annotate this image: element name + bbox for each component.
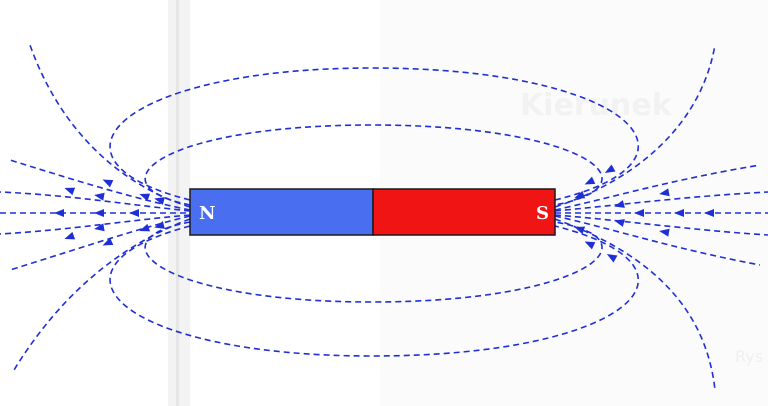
field-arrow-head — [614, 219, 625, 227]
field-arrow-head — [64, 187, 76, 196]
field-line-left-down-3 — [0, 214, 191, 235]
field-line-left-up-3 — [0, 191, 191, 212]
field-line-right-down-1 — [554, 215, 761, 266]
field-line-right-up-1 — [554, 164, 761, 211]
field-arrow-head — [94, 223, 105, 232]
field-arrow-head — [154, 197, 165, 205]
field-line-right-down-3 — [554, 214, 768, 236]
south-pole-half — [372, 188, 556, 236]
field-line-loop-outer-bottom — [109, 225, 640, 357]
field-arrow-head — [94, 209, 104, 217]
field-line-right-down-2 — [554, 218, 716, 391]
field-arrow-head — [54, 209, 64, 217]
field-arrow-head — [102, 179, 114, 188]
field-arrow-head — [584, 241, 596, 250]
north-pole-label: N — [199, 203, 215, 224]
field-line-left-up-2 — [29, 44, 191, 208]
field-arrow-head — [574, 226, 586, 235]
field-line-right-up-3 — [554, 191, 768, 212]
watermark-title: Kierunek — [520, 88, 673, 123]
field-arrow-head — [584, 176, 596, 185]
north-pole-half — [189, 188, 374, 236]
field-arrows — [54, 164, 714, 263]
field-arrow-head — [614, 200, 625, 208]
field-line-left-up-1 — [9, 159, 191, 211]
field-arrow-head — [634, 209, 644, 217]
field-line-left-down-1 — [9, 215, 191, 271]
field-arrow-head — [129, 209, 139, 217]
bar-magnet: N S — [189, 188, 556, 236]
field-arrow-head — [674, 209, 684, 217]
field-line-left-down-2 — [13, 218, 191, 371]
south-pole-label: S — [536, 203, 549, 224]
field-arrow-head — [154, 221, 165, 229]
field-line-loop-outer-top — [109, 67, 640, 201]
field-arrow-head — [659, 228, 670, 237]
field-arrow-head — [94, 192, 105, 201]
field-arrow-head — [574, 190, 586, 199]
field-arrow-head — [139, 193, 151, 202]
field-arrow-head — [64, 231, 76, 240]
watermark-caption: Rys — [735, 347, 763, 366]
field-arrow-head — [704, 209, 714, 217]
field-line-loop-inner-bottom — [144, 221, 603, 303]
field-arrow-head — [604, 164, 616, 173]
field-arrow-head — [606, 254, 618, 263]
field-arrow-head — [102, 237, 114, 246]
field-arrow-head — [659, 188, 670, 197]
field-arrow-head — [139, 223, 151, 232]
